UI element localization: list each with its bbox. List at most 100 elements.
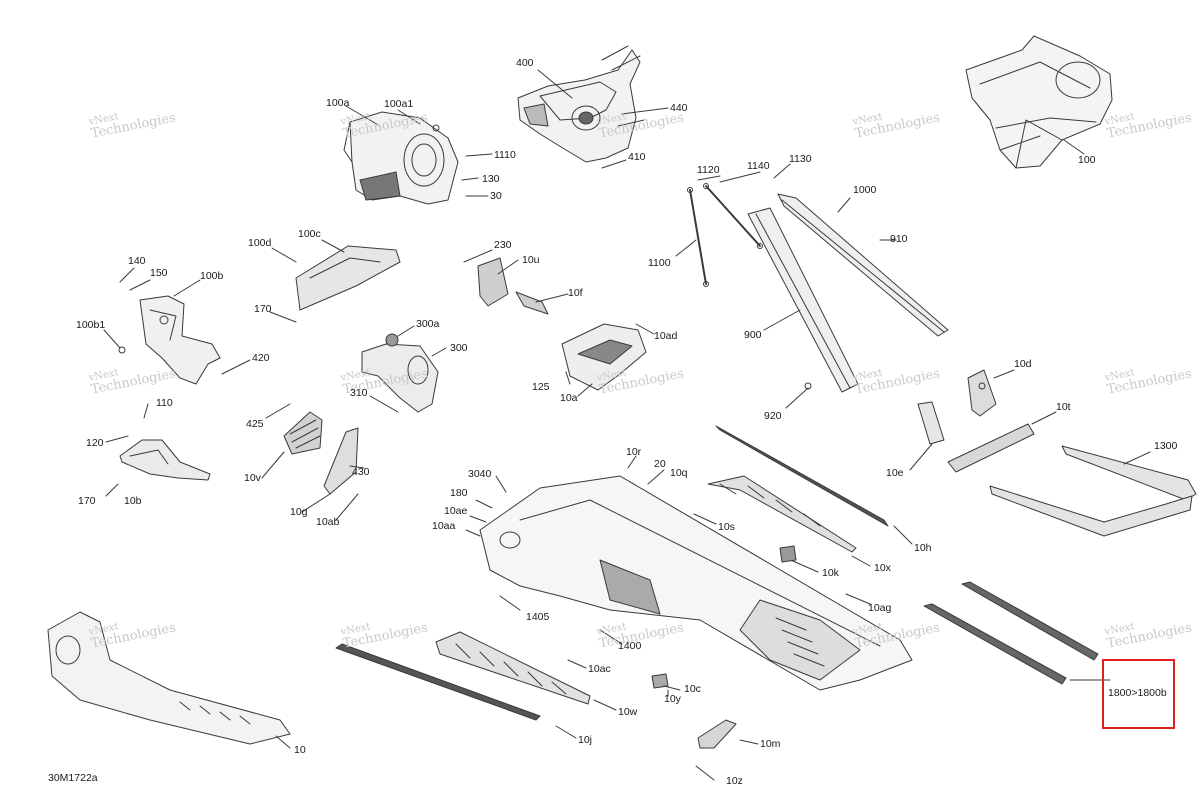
callout-label[interactable]: 100b xyxy=(200,270,224,282)
callout-label[interactable]: 300a xyxy=(416,318,440,330)
part-400-frame xyxy=(517,45,645,163)
callout-label[interactable]: 440 xyxy=(670,102,688,114)
callout-label[interactable]: 10k xyxy=(822,567,839,579)
callout-label[interactable]: 3040 xyxy=(468,468,492,480)
part-1300-slide-rail xyxy=(989,445,1197,537)
part-10x-rack xyxy=(707,475,857,553)
part-100b-bracket xyxy=(139,295,221,385)
callout-label[interactable]: 900 xyxy=(744,329,762,341)
callout-label[interactable]: 140 xyxy=(128,255,146,267)
callout-label[interactable]: 10v xyxy=(244,472,261,484)
callout-label[interactable]: 150 xyxy=(150,267,168,279)
callout-label[interactable]: 920 xyxy=(764,410,782,422)
callout-label[interactable]: 1300 xyxy=(1154,440,1178,452)
callout-label[interactable]: 1405 xyxy=(526,611,550,623)
callout-label[interactable]: 1110 xyxy=(494,149,516,161)
part-10j-strip xyxy=(335,643,541,721)
part-10v-plate xyxy=(283,411,323,455)
callout-label[interactable]: 400 xyxy=(516,57,534,69)
part-10d-bracket xyxy=(967,369,997,417)
callout-label[interactable]: 10x xyxy=(874,562,891,574)
diagram-id: 30M1722a xyxy=(48,772,98,784)
callout-label[interactable]: 100b1 xyxy=(76,319,106,331)
part-10c-clip xyxy=(651,673,669,689)
callout-label[interactable]: 100 xyxy=(1078,154,1096,166)
part-910-rail xyxy=(777,193,949,337)
callout-label[interactable]: 10w xyxy=(618,706,638,718)
part-100c-cover xyxy=(295,245,401,311)
part-10w-rack xyxy=(435,631,591,705)
part-10u-bracket xyxy=(477,257,549,315)
callout-label[interactable]: 110 xyxy=(156,397,173,409)
callout-label[interactable]: 10m xyxy=(760,738,781,750)
callout-label[interactable]: 10e xyxy=(886,467,904,479)
callout-label[interactable]: 10y xyxy=(664,693,681,705)
callout-label[interactable]: 10b xyxy=(124,495,142,507)
callout-label[interactable]: 10h xyxy=(914,542,932,554)
callout-label[interactable]: 1400 xyxy=(618,640,642,652)
callout-label[interactable]: 100d xyxy=(248,237,272,249)
highlighted-callout-label[interactable]: 1800>1800b xyxy=(1108,687,1167,699)
part-10t-rail xyxy=(947,423,1035,473)
callout-label[interactable]: 100a xyxy=(326,97,350,109)
callout-label[interactable]: 10j xyxy=(578,734,593,746)
callout-label[interactable]: 10ab xyxy=(316,516,340,528)
callout-label[interactable]: 1130 xyxy=(789,153,812,165)
callout-label[interactable]: 10ae xyxy=(444,505,468,517)
part-10g-bracket xyxy=(323,427,359,495)
callout-label[interactable]: 430 xyxy=(352,466,370,478)
callout-label[interactable]: 170 xyxy=(254,303,272,315)
part-1800-runners xyxy=(923,581,1099,685)
part-10e-bracket xyxy=(917,401,945,445)
callout-label[interactable]: 30 xyxy=(490,190,502,202)
callout-label[interactable]: 310 xyxy=(350,387,368,399)
callout-label[interactable]: 10ag xyxy=(868,602,892,614)
callout-label[interactable]: 10c xyxy=(684,683,701,695)
part-10k-clip xyxy=(779,545,797,563)
callout-label[interactable]: 10t xyxy=(1056,401,1071,413)
callout-label[interactable]: 425 xyxy=(246,418,264,430)
callout-label[interactable]: 100c xyxy=(298,228,321,240)
callout-label[interactable]: 10aa xyxy=(432,520,456,532)
part-10h-strip xyxy=(715,425,889,527)
part-900-rail xyxy=(747,207,859,393)
callout-label[interactable]: 10a xyxy=(560,392,578,404)
highlight-box xyxy=(1102,659,1175,729)
callout-label[interactable]: 1100 xyxy=(648,257,671,269)
callout-label[interactable]: 910 xyxy=(890,233,908,245)
callout-label[interactable]: 420 xyxy=(252,352,270,364)
callout-label[interactable]: 300 xyxy=(450,342,468,354)
callout-label[interactable]: 125 xyxy=(532,381,550,393)
callout-label[interactable]: 10g xyxy=(290,506,308,518)
part-10ad-box xyxy=(561,323,647,391)
part-10b-plate xyxy=(119,439,211,481)
callout-label[interactable]: 180 xyxy=(450,487,468,499)
callout-label[interactable]: 170 xyxy=(78,495,96,507)
callout-label[interactable]: 10q xyxy=(670,467,688,479)
callout-label[interactable]: 10s xyxy=(718,521,735,533)
part-10-left-tunnel xyxy=(47,611,291,745)
callout-label[interactable]: 10 xyxy=(294,744,306,756)
callout-label[interactable]: 10ad xyxy=(654,330,678,342)
callout-label[interactable]: 120 xyxy=(86,437,104,449)
callout-label[interactable]: 100a1 xyxy=(384,98,414,110)
callout-label[interactable]: 1000 xyxy=(853,184,877,196)
callout-label[interactable]: 230 xyxy=(494,239,512,251)
part-1100-rods xyxy=(687,183,763,287)
callout-label[interactable]: 10f xyxy=(568,287,583,299)
part-10m-bracket xyxy=(697,719,737,749)
callout-label[interactable]: 10d xyxy=(1014,358,1032,370)
callout-label[interactable]: 10ac xyxy=(588,663,611,675)
part-300-bracket xyxy=(361,333,439,413)
callout-label[interactable]: 410 xyxy=(628,151,646,163)
callout-label[interactable]: 130 xyxy=(482,173,500,185)
part-100-front-frame xyxy=(965,35,1113,169)
callout-label[interactable]: 10z xyxy=(726,775,743,787)
callout-label[interactable]: 10u xyxy=(522,254,540,266)
callout-label[interactable]: 1120 xyxy=(697,164,720,176)
callout-label[interactable]: 1140 xyxy=(747,160,770,172)
callout-label[interactable]: 10r xyxy=(626,446,642,458)
callout-label[interactable]: 20 xyxy=(654,458,666,470)
